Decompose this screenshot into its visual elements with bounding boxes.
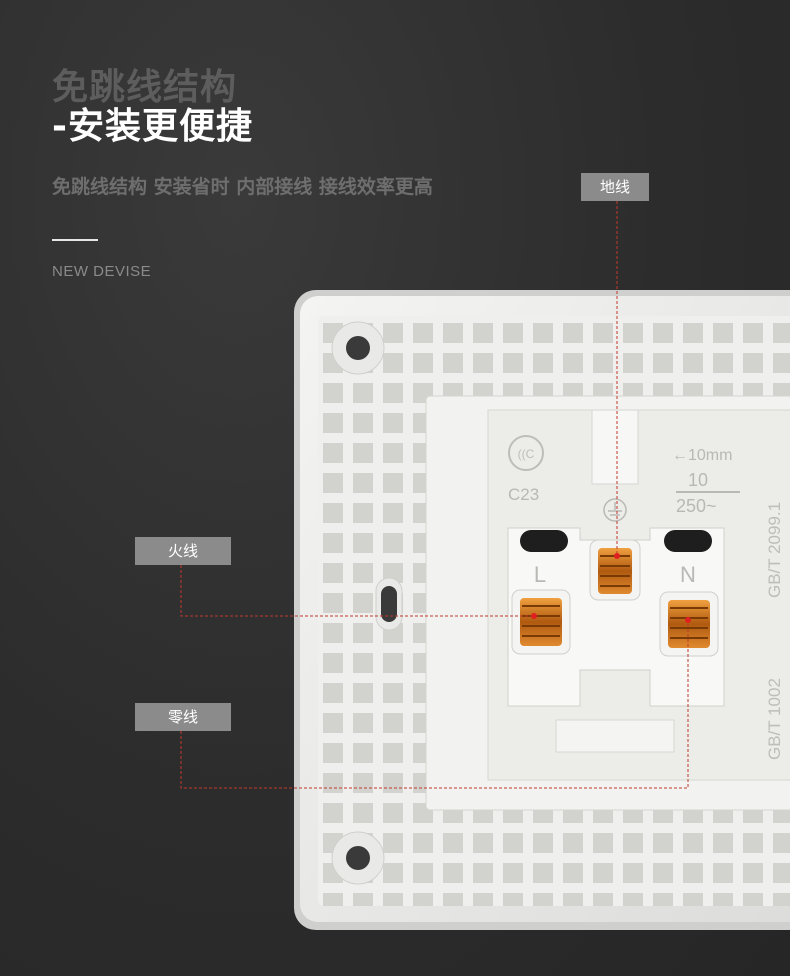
english-label: NEW DEVISE bbox=[52, 263, 152, 280]
terminal-neutral bbox=[659, 591, 719, 657]
terminal-ground bbox=[589, 539, 641, 601]
wire-hole-left bbox=[520, 530, 568, 552]
rating-voltage: 250~ bbox=[676, 496, 717, 516]
guide-dot-neutral bbox=[685, 617, 691, 623]
terminal-live bbox=[511, 589, 571, 655]
guide-line-live bbox=[180, 565, 534, 617]
guide-line-neutral bbox=[180, 620, 689, 789]
heading-line-1: 免跳线结构 bbox=[52, 67, 238, 108]
tag-ground-wire: 地线 bbox=[581, 173, 649, 201]
terminal-block bbox=[507, 527, 725, 707]
screw-hole-bottom bbox=[331, 831, 385, 885]
measure-mark: ←10mm bbox=[672, 447, 732, 464]
ground-symbol-icon bbox=[603, 498, 627, 522]
ccc-mark: ((C bbox=[508, 435, 544, 471]
terminal-label-neutral: N bbox=[680, 562, 696, 587]
cert-code: C23 bbox=[508, 485, 539, 504]
standard-text-1: GB/T 2099.1 bbox=[765, 502, 784, 598]
screw-hole-top bbox=[331, 321, 385, 375]
heading-line-2: -安装更便捷 bbox=[52, 106, 253, 147]
guide-dot-live bbox=[531, 613, 537, 619]
tag-neutral-wire: 零线 bbox=[135, 703, 231, 731]
rating-current: 10 bbox=[688, 470, 708, 490]
divider bbox=[52, 239, 98, 241]
tag-live-wire: 火线 bbox=[135, 537, 231, 565]
guide-dot-ground bbox=[614, 553, 620, 559]
standard-text-2: GB/T 1002 bbox=[765, 678, 784, 760]
terminal-label-live: L bbox=[534, 562, 546, 587]
wire-hole-right bbox=[664, 530, 712, 552]
subtitle: 免跳线结构 安装省时 内部接线 接线效率更高 bbox=[52, 176, 433, 198]
svg-text:((C: ((C bbox=[518, 447, 535, 461]
